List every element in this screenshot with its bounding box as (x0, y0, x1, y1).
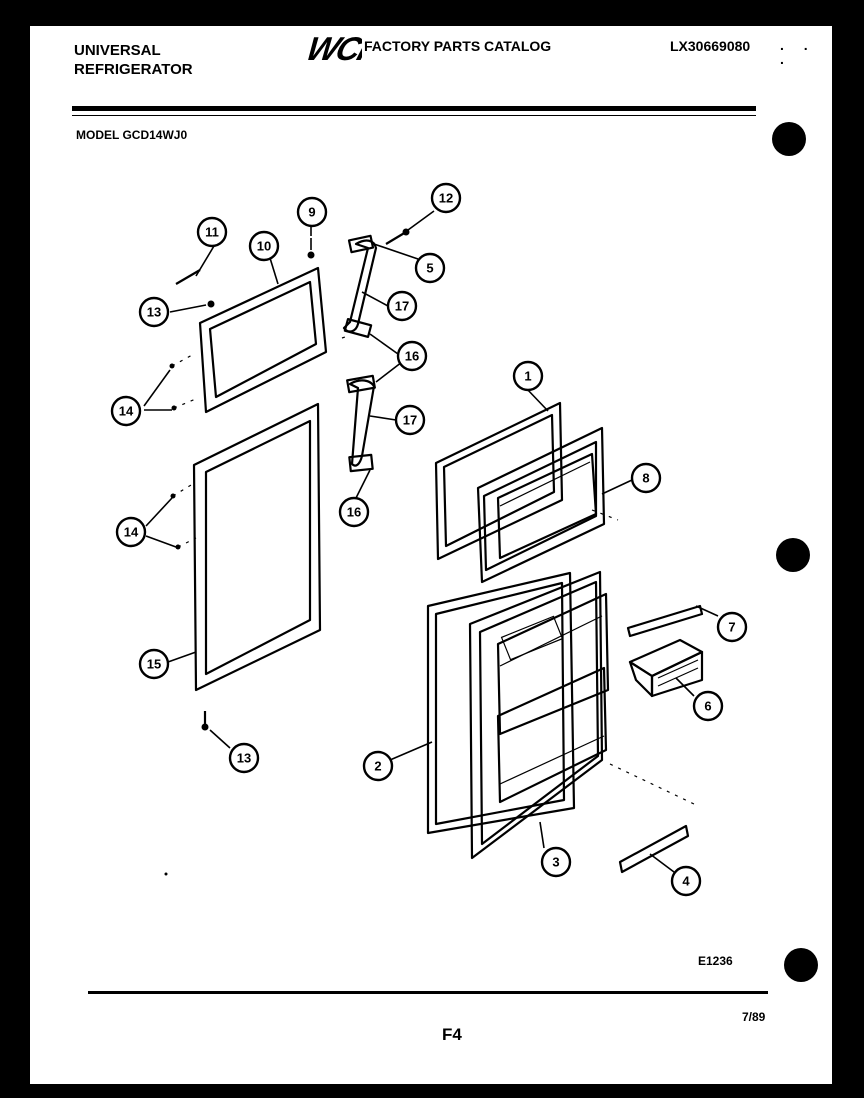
exploded-door-diagram: 1 2 3 4 5 6 7 8 9 10 11 12 13 13 14 14 1… (110, 182, 748, 897)
corner-marks: . . . (780, 37, 816, 67)
callout-10: 10 (248, 230, 280, 262)
handle-lower-part-17 (346, 374, 376, 473)
fresh-food-gasket-part-15 (192, 402, 322, 692)
svg-text:16: 16 (347, 505, 361, 520)
callout-6: 6 (692, 690, 724, 722)
svg-text:17: 17 (403, 413, 417, 428)
svg-text:13: 13 (237, 751, 251, 766)
fresh-food-liner-part-2 (426, 571, 576, 835)
svg-text:17: 17 (395, 299, 409, 314)
svg-text:15: 15 (147, 657, 161, 672)
footer-rule (88, 991, 768, 994)
callout-3: 3 (540, 846, 572, 878)
freezer-door-part-8 (476, 426, 606, 584)
screw-part-9 (307, 238, 315, 259)
callout-16-upper: 16 (396, 340, 428, 372)
brand-name-line2: REFRIGERATOR (74, 61, 193, 78)
callout-2: 2 (362, 750, 394, 782)
fresh-food-door-part-3 (468, 570, 610, 860)
plug-part-13-bottom (201, 711, 209, 731)
svg-text:11: 11 (205, 225, 219, 240)
drawing-code: E1236 (698, 954, 733, 968)
stray-mark (164, 872, 168, 876)
callout-12: 12 (430, 182, 462, 214)
callout-15: 15 (138, 648, 170, 680)
callout-1: 1 (512, 360, 544, 392)
svg-text:14: 14 (119, 404, 134, 419)
trim-strip-part-4 (618, 824, 690, 874)
svg-text:14: 14 (124, 525, 139, 540)
svg-text:10: 10 (257, 239, 271, 254)
revision-date: 7/89 (742, 1010, 766, 1024)
binder-hole-bottom (784, 948, 818, 982)
catalog-title: FACTORY PARTS CATALOG (364, 38, 552, 54)
screws-part-14 (169, 353, 199, 550)
freezer-liner-part-1 (434, 401, 564, 561)
svg-text:3: 3 (552, 855, 559, 870)
model-label: MODEL GCD14WJ0 (76, 128, 188, 142)
svg-text:16: 16 (405, 349, 419, 364)
screw-part-12 (385, 228, 410, 245)
svg-text:4: 4 (682, 874, 690, 889)
callout-leaders (143, 210, 719, 873)
plug-part-13-top (207, 300, 215, 308)
handle-guide-line (341, 335, 349, 339)
svg-text:1: 1 (524, 369, 531, 384)
door-guide-line (609, 763, 695, 805)
callout-8: 8 (630, 462, 662, 494)
svg-text:12: 12 (439, 191, 453, 206)
callout-9: 9 (296, 196, 328, 228)
catalog-number: LX30669080 (670, 38, 751, 54)
callout-11: 11 (196, 216, 228, 248)
callout-17-lower: 17 (394, 404, 426, 436)
callout-14-lower: 14 (115, 516, 147, 548)
shelf-bin-part-6 (628, 638, 704, 698)
callout-7: 7 (716, 611, 748, 643)
header-rule-thin (72, 115, 756, 116)
wci-logo: WCI (302, 31, 362, 64)
brand-name-line1: UNIVERSAL (74, 42, 161, 59)
binder-hole-middle (776, 538, 810, 572)
svg-text:5: 5 (426, 261, 433, 276)
callout-13-bottom: 13 (228, 742, 260, 774)
header-rule-thick (72, 106, 756, 111)
binder-hole-top (772, 122, 806, 156)
svg-text:8: 8 (642, 471, 649, 486)
callout-17-upper: 17 (386, 290, 418, 322)
freezer-gasket-part-10 (198, 266, 328, 414)
callout-5: 5 (414, 252, 446, 284)
callout-13-top: 13 (138, 296, 170, 328)
callout-16-lower: 16 (338, 496, 370, 528)
svg-text:2: 2 (374, 759, 381, 774)
svg-text:WCI: WCI (302, 31, 362, 64)
svg-text:13: 13 (147, 305, 161, 320)
parts-catalog-sheet: UNIVERSAL REFRIGERATOR WCI FACTORY PARTS… (30, 26, 832, 1084)
callout-14-upper: 14 (110, 395, 142, 427)
rod-part-11 (175, 269, 201, 285)
callout-4: 4 (670, 865, 702, 897)
page-number: F4 (442, 1025, 462, 1044)
trim-strip-part-7 (626, 604, 704, 638)
svg-text:9: 9 (308, 205, 315, 220)
svg-text:7: 7 (728, 620, 735, 635)
handle-upper-part-17 (342, 234, 378, 339)
svg-text:6: 6 (704, 699, 711, 714)
